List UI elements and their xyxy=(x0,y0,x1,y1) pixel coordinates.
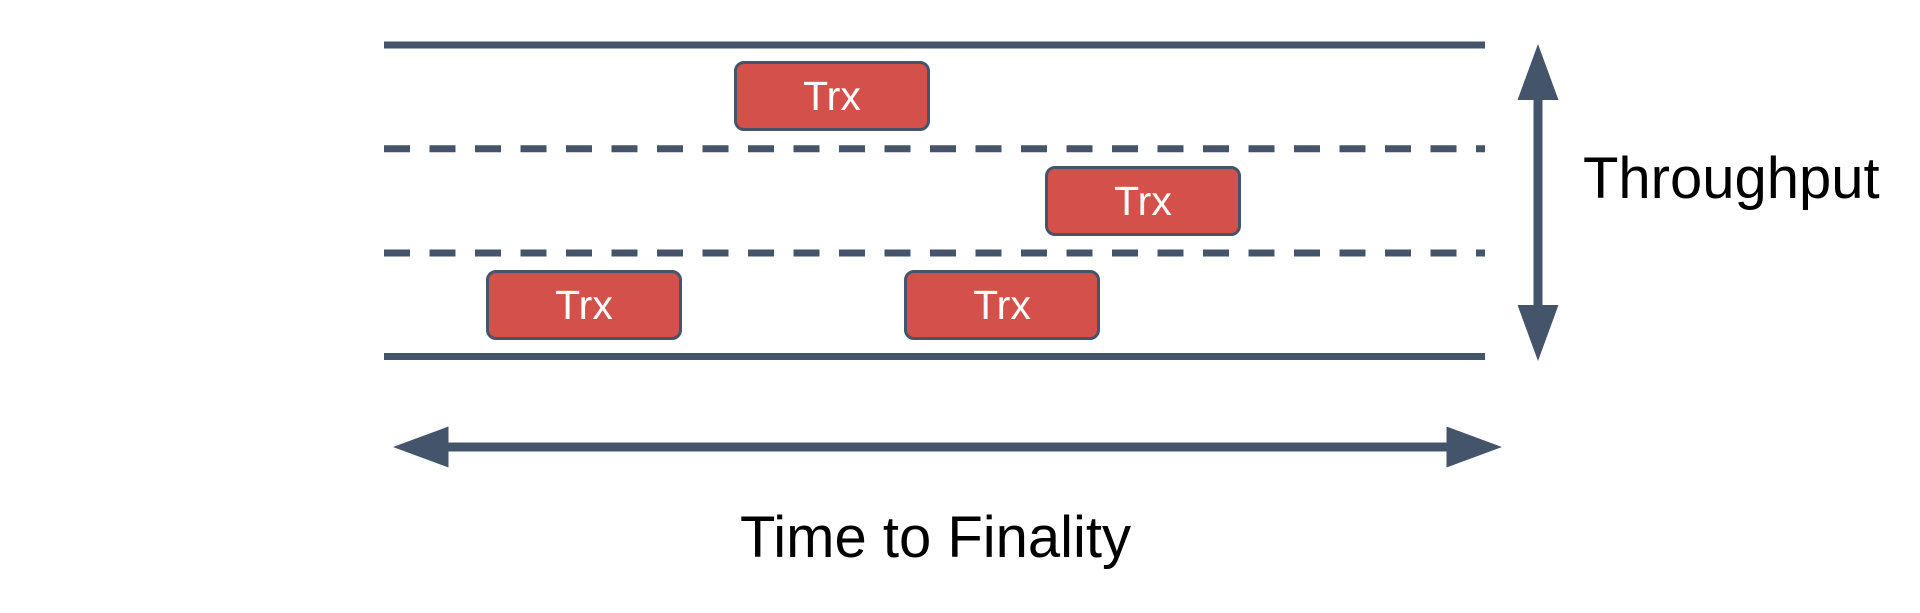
throughput-double-arrow xyxy=(1517,44,1559,361)
throughput-arrow-up-head-icon xyxy=(1517,44,1559,100)
transaction-box-bottom-lane-left: Trx xyxy=(486,270,682,340)
transaction-box-top-lane: Trx xyxy=(734,61,930,131)
time-to-finality-axis-label: Time to Finality xyxy=(740,505,1132,570)
time-arrow-left-head-icon xyxy=(393,426,449,468)
transaction-box-label: Trx xyxy=(1114,177,1172,224)
time-arrow-right-head-icon xyxy=(1446,426,1502,468)
transaction-box-label: Trx xyxy=(803,72,861,119)
throughput-axis-label: Throughput xyxy=(1583,146,1880,211)
time-to-finality-double-arrow xyxy=(393,426,1502,468)
transaction-box-middle-lane: Trx xyxy=(1045,166,1241,236)
transaction-box-bottom-lane-right: Trx xyxy=(904,270,1100,340)
transaction-box-label: Trx xyxy=(555,281,613,328)
throughput-arrow-down-head-icon xyxy=(1517,305,1559,361)
transaction-box-label: Trx xyxy=(973,281,1031,328)
